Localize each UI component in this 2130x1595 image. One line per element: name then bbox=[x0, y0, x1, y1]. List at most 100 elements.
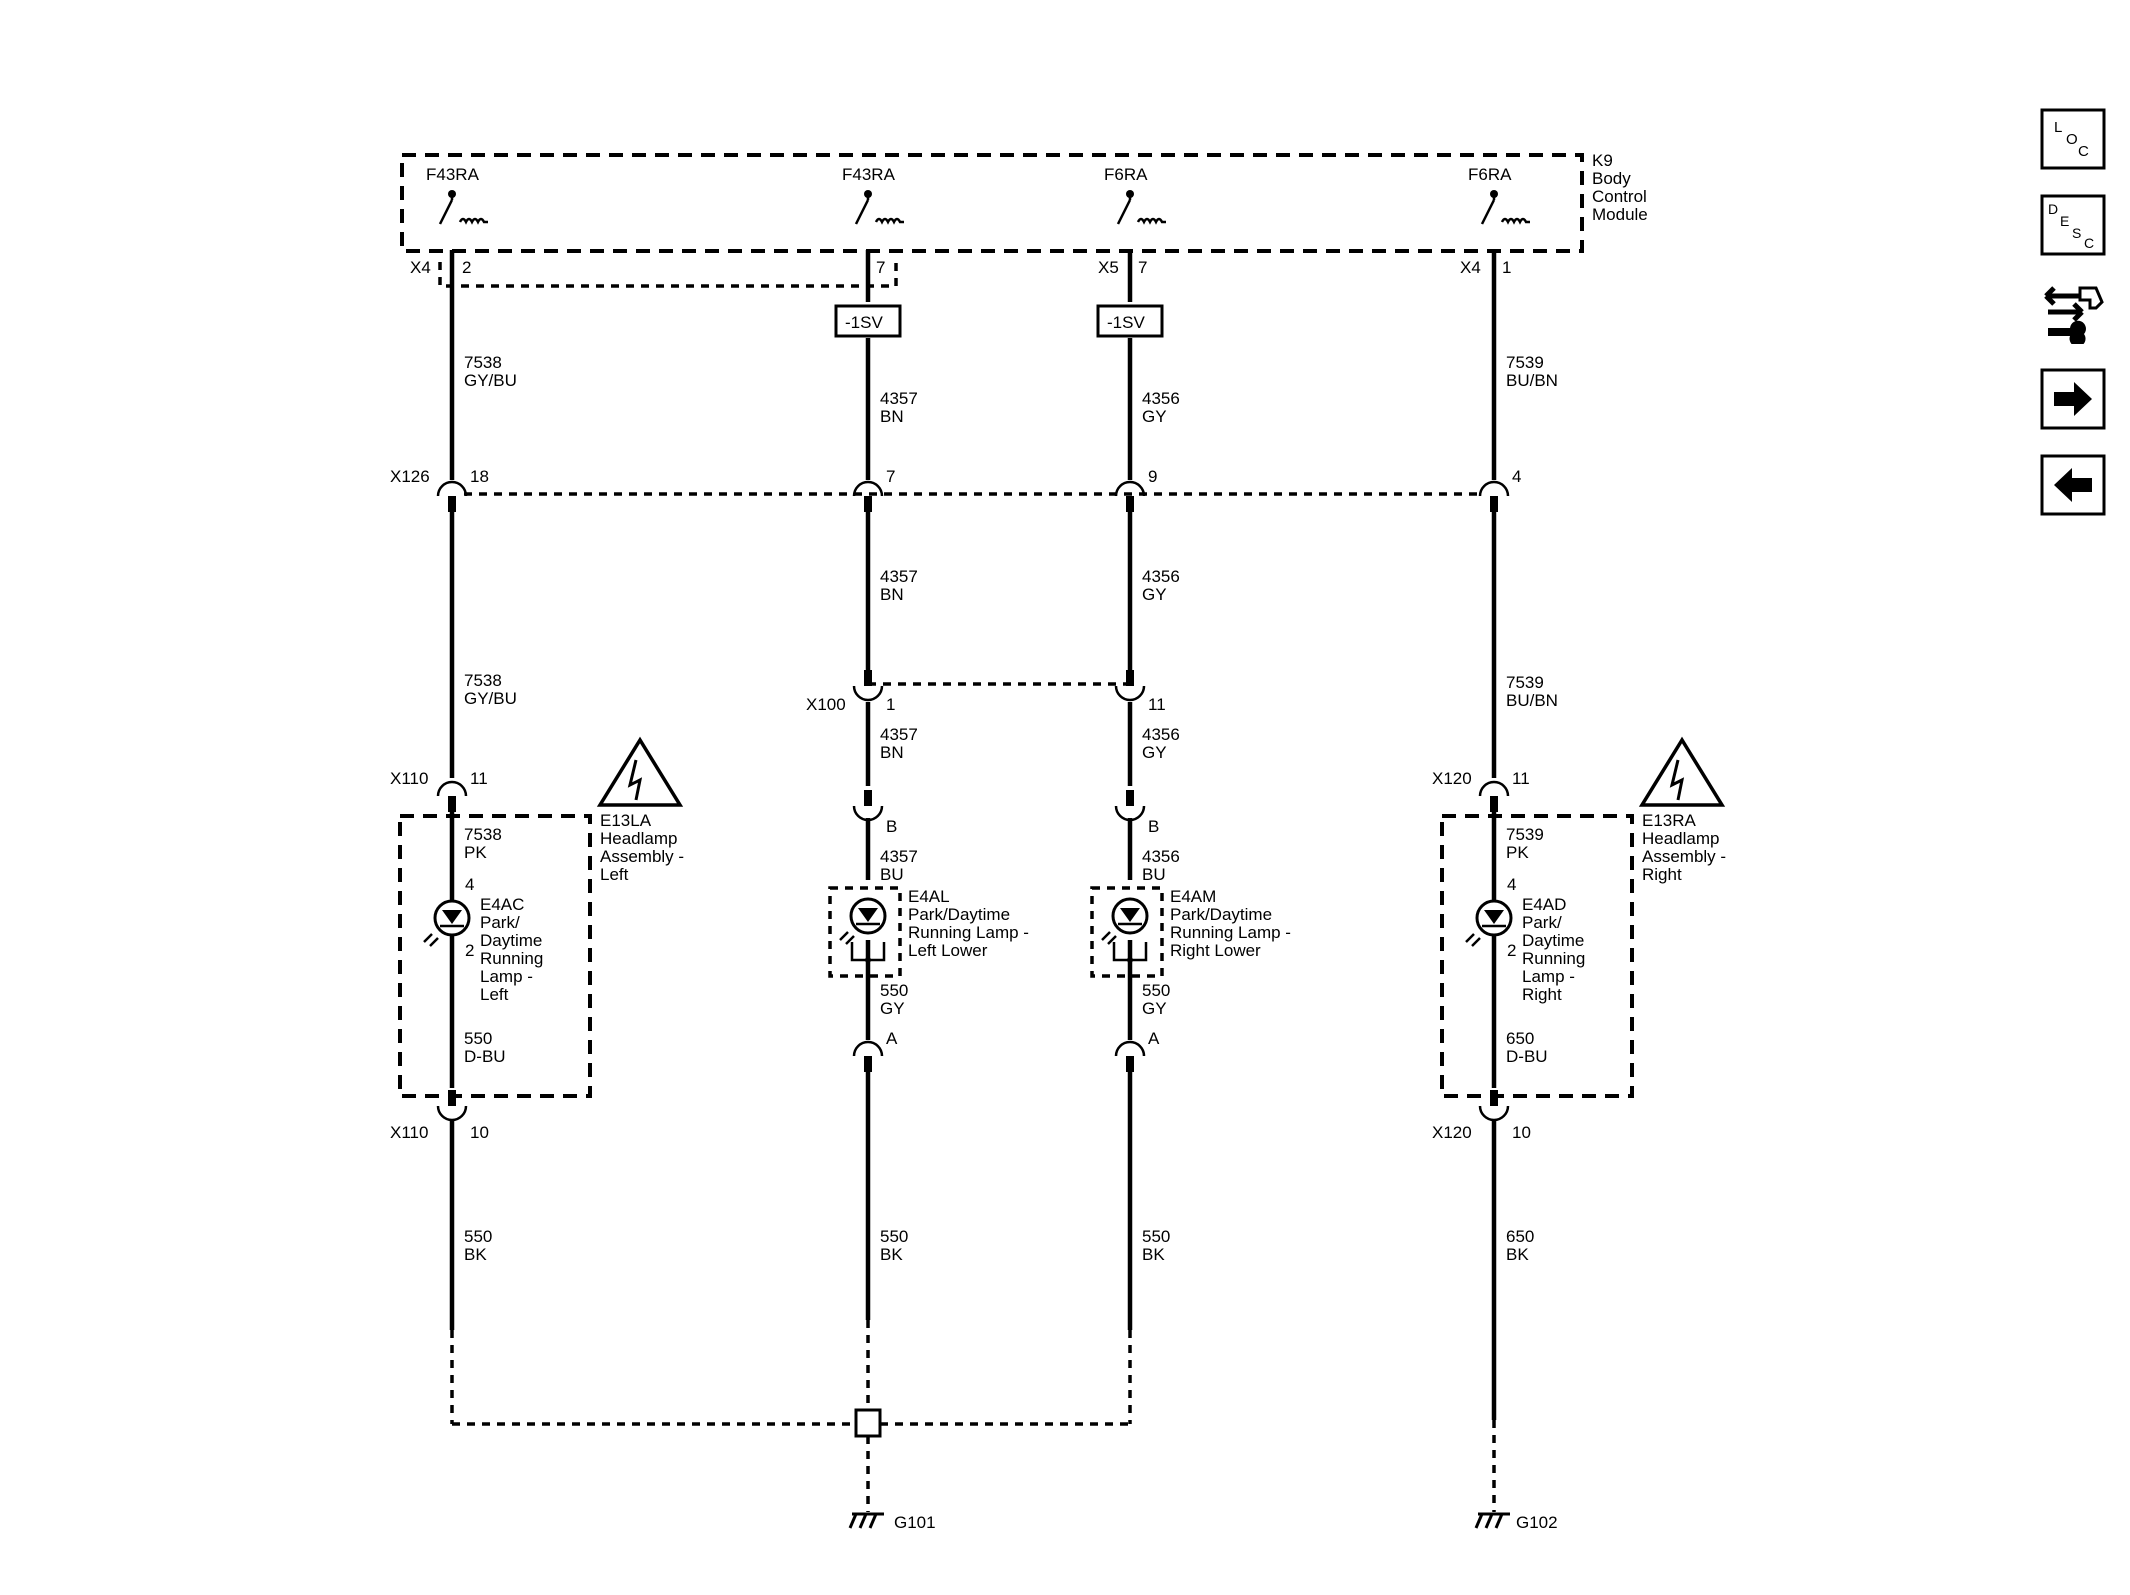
svg-text:BU: BU bbox=[1142, 865, 1166, 884]
arrow-left-icon[interactable] bbox=[2040, 454, 2106, 516]
connector-x5: X5 bbox=[1098, 258, 1119, 277]
sv-box-right: -1SV bbox=[1096, 304, 1164, 338]
svg-text:1: 1 bbox=[886, 695, 895, 714]
svg-text:BU/BN: BU/BN bbox=[1506, 691, 1558, 710]
svg-text:Assembly -: Assembly - bbox=[1642, 847, 1726, 866]
svg-text:650: 650 bbox=[1506, 1029, 1534, 1048]
svg-text:4356: 4356 bbox=[1142, 725, 1180, 744]
svg-text:Headlamp: Headlamp bbox=[600, 829, 678, 848]
svg-text:BN: BN bbox=[880, 743, 904, 762]
svg-text:4357: 4357 bbox=[880, 389, 918, 408]
circuit-wires bbox=[449, 250, 1497, 1420]
svg-text:7538: 7538 bbox=[464, 671, 502, 690]
svg-text:E4AL: E4AL bbox=[908, 887, 950, 906]
svg-text:550: 550 bbox=[464, 1227, 492, 1246]
svg-text:9: 9 bbox=[1148, 467, 1157, 486]
svg-text:10: 10 bbox=[470, 1123, 489, 1142]
svg-text:Daytime: Daytime bbox=[480, 931, 542, 950]
svg-text:Assembly -: Assembly - bbox=[600, 847, 684, 866]
svg-text:Running: Running bbox=[480, 949, 543, 968]
svg-text:650: 650 bbox=[1506, 1227, 1534, 1246]
svg-text:E13RA: E13RA bbox=[1642, 811, 1697, 830]
svg-text:X120: X120 bbox=[1432, 1123, 1472, 1142]
fuse-symbols: F43RA F43RA F6RA F6RA bbox=[426, 165, 1530, 225]
e4am-label: E4AM Park/Daytime Running Lamp - Right L… bbox=[1170, 887, 1291, 960]
bcm-outline bbox=[400, 153, 1584, 253]
svg-text:D: D bbox=[2048, 201, 2058, 217]
svg-text:F43RA: F43RA bbox=[426, 165, 480, 184]
svg-text:-1SV: -1SV bbox=[1107, 313, 1145, 332]
svg-text:4: 4 bbox=[465, 875, 474, 894]
arrow-right-icon[interactable] bbox=[2040, 368, 2106, 430]
svg-text:E: E bbox=[2060, 213, 2069, 229]
headlamp-assembly-left-outline bbox=[398, 814, 592, 1098]
sv-box-left: -1SV bbox=[834, 304, 902, 338]
svg-text:2: 2 bbox=[462, 258, 471, 277]
svg-text:Control: Control bbox=[1592, 187, 1647, 206]
svg-text:O: O bbox=[2066, 131, 2078, 148]
svg-text:4357: 4357 bbox=[880, 567, 918, 586]
svg-text:BU: BU bbox=[880, 865, 904, 884]
svg-text:Park/Daytime: Park/Daytime bbox=[1170, 905, 1272, 924]
svg-text:4356: 4356 bbox=[1142, 389, 1180, 408]
svg-text:Left Lower: Left Lower bbox=[908, 941, 988, 960]
svg-text:2: 2 bbox=[465, 941, 474, 960]
wire-labels: 7538 GY/BU 4357 BN 4356 GY 7539 BU/BN 43… bbox=[464, 353, 1558, 1264]
e4al-lamp bbox=[828, 886, 902, 978]
svg-text:E4AD: E4AD bbox=[1522, 895, 1566, 914]
svg-text:4357: 4357 bbox=[880, 725, 918, 744]
svg-text:7539: 7539 bbox=[1506, 673, 1544, 692]
svg-text:F6RA: F6RA bbox=[1104, 165, 1148, 184]
svg-text:E4AM: E4AM bbox=[1170, 887, 1216, 906]
connector-x4-right: X4 bbox=[1460, 258, 1481, 277]
svg-text:7538: 7538 bbox=[464, 353, 502, 372]
svg-text:B: B bbox=[1148, 817, 1159, 836]
svg-text:11: 11 bbox=[470, 769, 488, 788]
svg-text:GY/BU: GY/BU bbox=[464, 689, 517, 708]
svg-text:550: 550 bbox=[1142, 981, 1170, 1000]
svg-text:Running: Running bbox=[1522, 949, 1585, 968]
svg-text:BK: BK bbox=[1506, 1245, 1529, 1264]
fuse-f43ra-1: F43RA bbox=[426, 165, 488, 225]
svg-text:Daytime: Daytime bbox=[1522, 931, 1584, 950]
led-lamp-icon-right bbox=[1465, 899, 1513, 947]
svg-text:BN: BN bbox=[880, 585, 904, 604]
loc-button[interactable]: L O C bbox=[2040, 108, 2106, 170]
svg-text:4357: 4357 bbox=[880, 847, 918, 866]
svg-text:X110: X110 bbox=[390, 769, 428, 788]
connector-x120-top: X120 11 bbox=[1432, 769, 1530, 812]
svg-text:X126: X126 bbox=[390, 467, 430, 486]
led-lamp-icon-left bbox=[423, 899, 471, 947]
svg-text:C: C bbox=[2084, 235, 2094, 251]
svg-text:D-BU: D-BU bbox=[1506, 1047, 1548, 1066]
svg-text:Left: Left bbox=[480, 985, 509, 1004]
svg-text:550: 550 bbox=[1142, 1227, 1170, 1246]
connector-b-left: B bbox=[852, 790, 897, 836]
svg-text:GY: GY bbox=[1142, 585, 1167, 604]
e4am-lamp bbox=[1090, 886, 1164, 978]
svg-text:7: 7 bbox=[1138, 258, 1147, 277]
desc-button[interactable]: D E S C bbox=[2040, 194, 2106, 256]
connector-x4-left: X4 bbox=[410, 258, 431, 277]
svg-text:C: C bbox=[2078, 143, 2089, 160]
svg-text:1: 1 bbox=[1502, 258, 1511, 277]
svg-text:Module: Module bbox=[1592, 205, 1648, 224]
svg-text:4356: 4356 bbox=[1142, 847, 1180, 866]
svg-text:10: 10 bbox=[1512, 1123, 1531, 1142]
esd-warning-icon-left bbox=[596, 736, 684, 807]
svg-text:Park/Daytime: Park/Daytime bbox=[908, 905, 1010, 924]
esd-warning-icon-right bbox=[1638, 736, 1726, 807]
svg-text:B: B bbox=[886, 817, 897, 836]
svg-text:7: 7 bbox=[876, 258, 885, 277]
svg-text:550: 550 bbox=[880, 981, 908, 1000]
svg-text:Lamp -: Lamp - bbox=[1522, 967, 1575, 986]
connector-tool-icon[interactable] bbox=[2040, 278, 2106, 344]
e4al-label: E4AL Park/Daytime Running Lamp - Left Lo… bbox=[908, 887, 1029, 960]
connector-x110-top: X110 11 bbox=[390, 769, 488, 812]
fuse-f6ra-2: F6RA bbox=[1468, 165, 1530, 225]
svg-text:Right: Right bbox=[1522, 985, 1562, 1004]
svg-text:G101: G101 bbox=[894, 1513, 936, 1532]
connector-a-left: A bbox=[852, 1029, 898, 1072]
svg-text:X120: X120 bbox=[1432, 769, 1472, 788]
